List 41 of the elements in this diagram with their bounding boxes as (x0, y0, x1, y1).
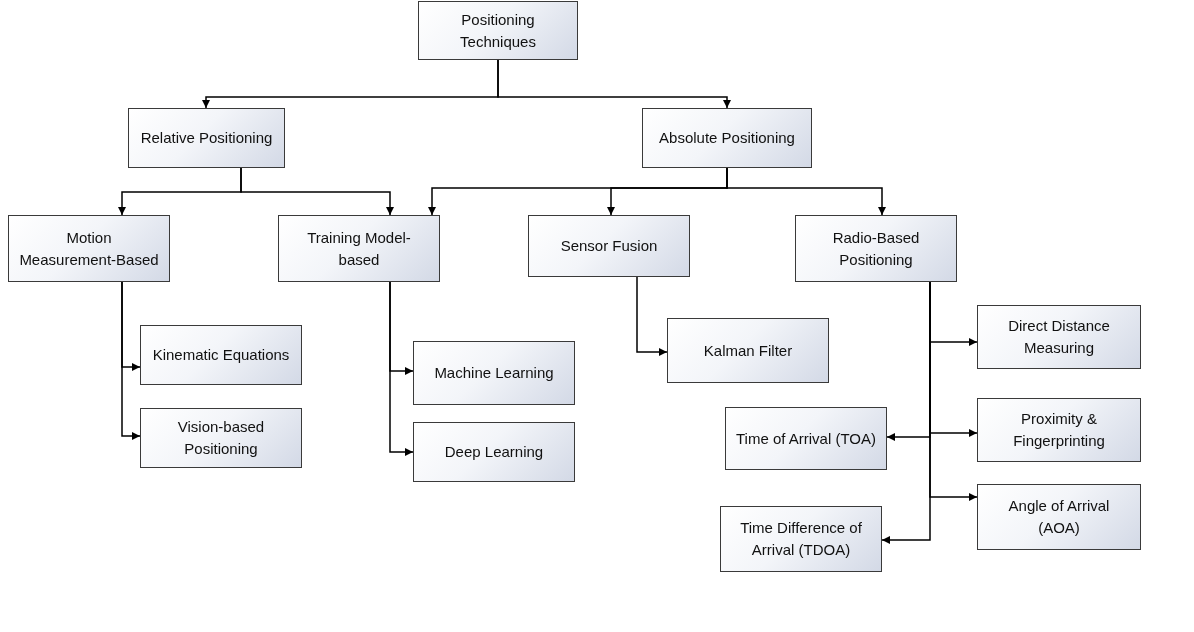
box-label: Motion Measurement-Based (18, 227, 160, 270)
box-label: Sensor Fusion (560, 236, 658, 257)
box-label: Angle of Arrival (AOA) (1007, 496, 1111, 538)
box-label: Kalman Filter (703, 340, 793, 361)
arrow (121, 281, 141, 440)
box-label: Deep Learning (444, 442, 544, 463)
box-label: Direct Distance Measuring (1007, 316, 1111, 358)
box-label: Time Difference of Arrival (TDOA) (739, 518, 863, 560)
arrow (881, 281, 931, 544)
process-box (667, 318, 829, 383)
process-box (795, 215, 957, 282)
process-box (140, 408, 302, 468)
process-box (725, 407, 887, 470)
box-label: Training Model-based (306, 227, 412, 270)
process-box (128, 108, 285, 168)
process-box (140, 325, 302, 385)
arrow (389, 281, 414, 456)
box-label: Time of Arrival (TOA) (736, 428, 876, 449)
process-box (977, 484, 1141, 550)
box-label: Positioning Techniques (459, 9, 537, 52)
box-label: Radio-Based Positioning (831, 227, 921, 270)
process-box (8, 215, 170, 282)
process-box (720, 506, 882, 572)
arrow (726, 167, 886, 216)
box-label: Proximity & Fingerprinting (1012, 409, 1106, 451)
process-box (977, 305, 1141, 369)
box-label: Relative Positioning (140, 128, 273, 149)
process-box (977, 398, 1141, 462)
process-box (528, 215, 690, 277)
box-label: Vision-based Positioning (176, 417, 266, 459)
process-box (413, 341, 575, 405)
process-box (278, 215, 440, 282)
process-box (418, 1, 578, 60)
box-label: Kinematic Equations (152, 345, 290, 366)
process-box (413, 422, 575, 482)
arrow (636, 276, 668, 356)
process-box (642, 108, 812, 168)
box-label: Machine Learning (434, 363, 554, 384)
box-label: Absolute Positioning (659, 128, 795, 149)
arrow (497, 59, 731, 109)
arrow (240, 167, 394, 216)
